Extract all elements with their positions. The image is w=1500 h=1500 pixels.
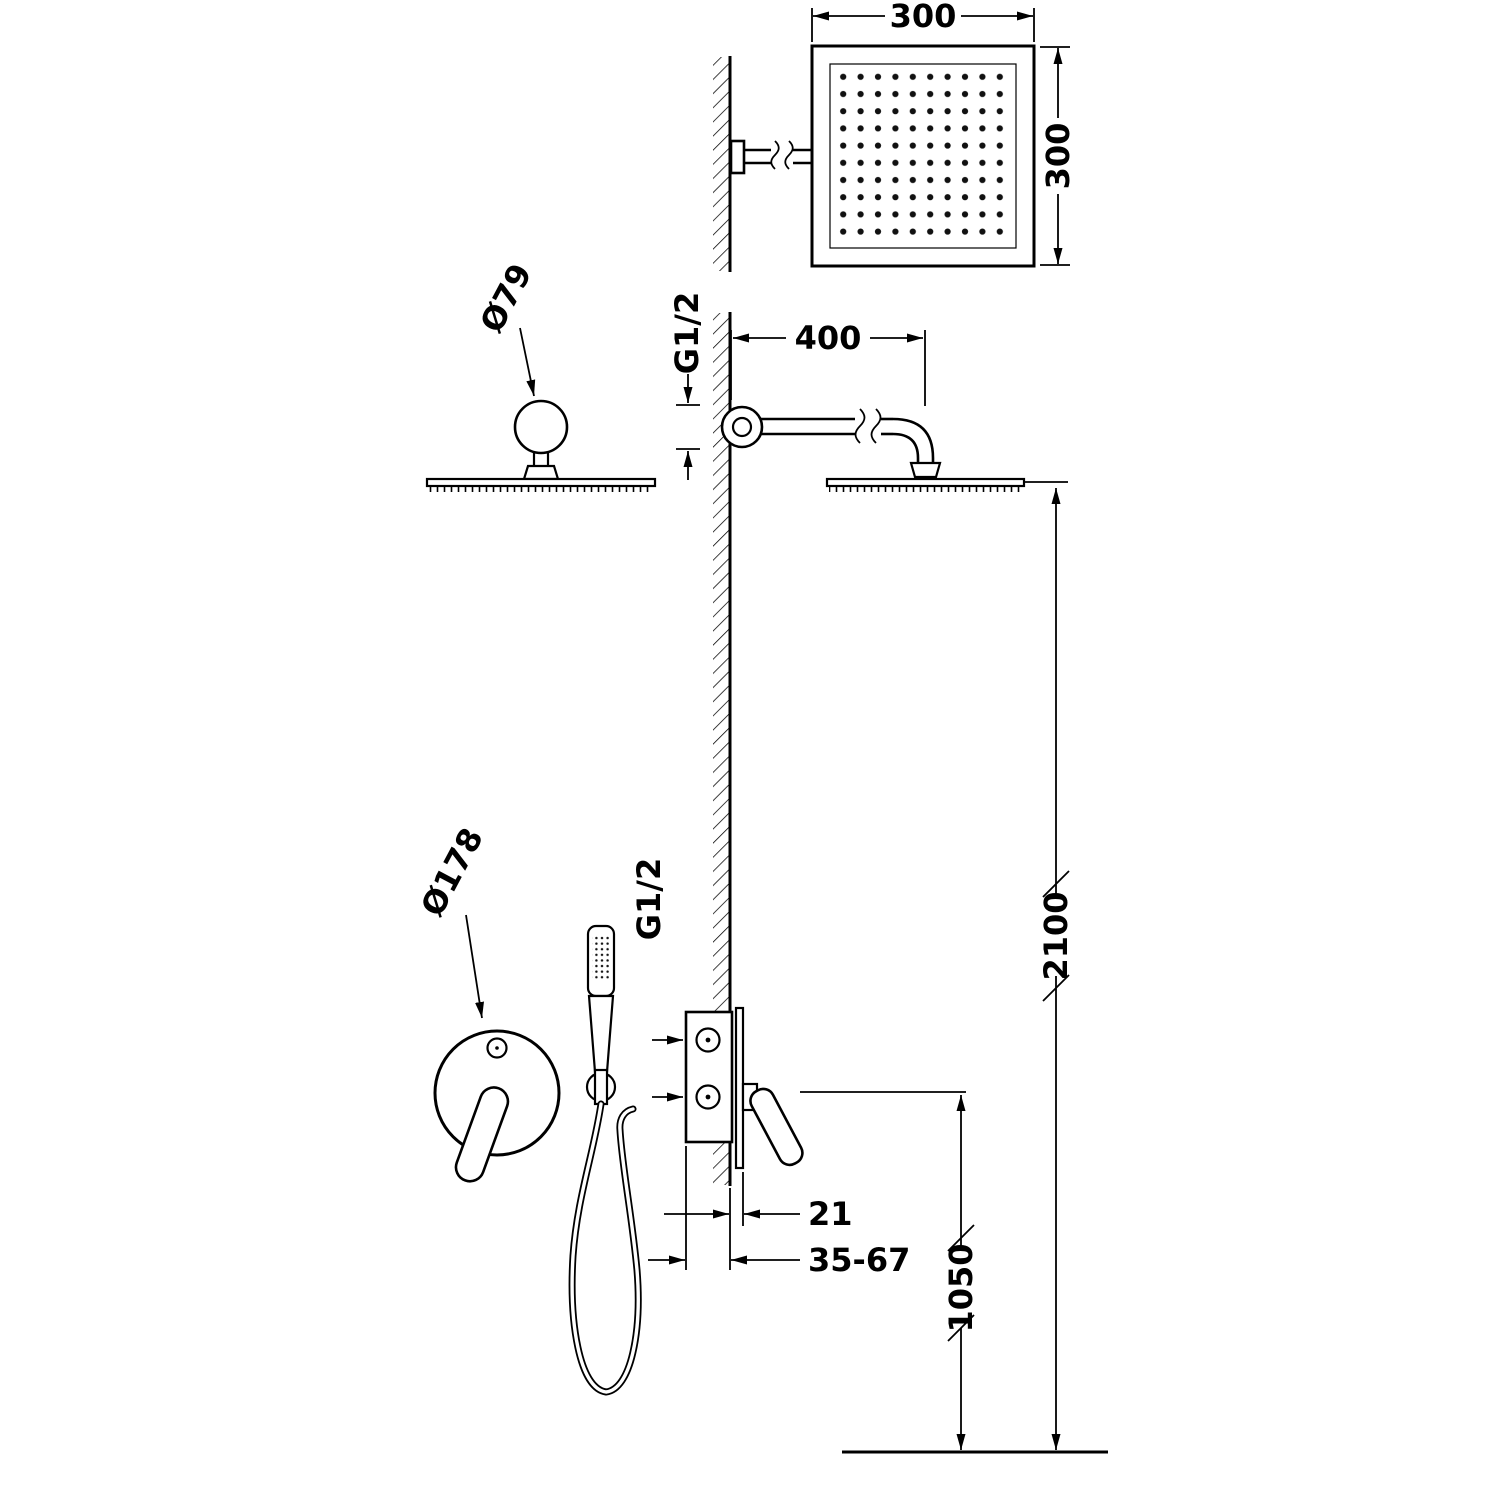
hand-shower-assembly [568,924,642,1396]
dim-head-width-label: 300 [890,0,957,35]
pipe-break-mark [870,408,882,444]
rain-head-side-nozzles [829,486,1022,492]
pipe-break-mark [854,408,866,444]
hand-shower-nozzles [592,934,610,980]
mixer-lever-handle [454,1086,510,1183]
arm-elbow-outer [892,417,935,463]
mixer-trim-plate [433,1029,561,1157]
wall-flange-outer [720,405,764,449]
wall-hatching [713,57,730,271]
arm-side-view [720,405,1026,492]
arm-thread-label: G1/2 [668,292,706,374]
arm-thread-mark: G1/2 [668,292,706,480]
pipe-break-mark [784,140,794,170]
rose-diameter-label: Ø79 [472,257,539,338]
round-head-nozzles [429,486,653,492]
break-slash [947,1224,975,1252]
wall-section-top [713,56,732,272]
dim-head-width: 300 [811,0,1035,42]
rain-head-inner-frame [829,63,1017,249]
hose-connector [593,1068,609,1106]
dim-total-height: 2100 [1024,481,1075,1450]
dim-plate-offset: 21 [664,1172,853,1270]
shower-hose-outline [568,1100,642,1396]
shower-hose-core [570,1102,640,1394]
dim-plate-offset-label: 21 [808,1195,853,1233]
valve-inlet-top [695,1027,721,1053]
mixer-thread-mark: G1/2 [630,858,683,1102]
valve-inlet-bottom [695,1084,721,1110]
dim-head-height-label: 300 [1039,123,1077,190]
dim-head-height: 300 [1039,46,1077,266]
leader-arrow [519,327,536,397]
concealed-valve-body [684,1010,734,1144]
dim-arm-projection: 400 [730,319,926,406]
break-slash [1042,870,1070,898]
plate-diameter-label: Ø178 [413,822,491,923]
arm-elbow-inner [892,432,920,463]
hand-shower-handle [587,994,615,1074]
leader-arrow [465,914,484,1019]
pipe-break-mark [770,140,780,170]
diverter-button-dot [495,1046,499,1050]
rain-head-side-plate [825,477,1026,488]
mixer-thread-label: G1/2 [630,858,668,940]
arm-flange [729,139,746,175]
rain-head-front-view [729,44,1036,268]
dim-recess-depth-label: 35-67 [808,1241,910,1279]
spray-nozzle-field [836,70,1010,242]
dim-arm-projection-label: 400 [795,319,862,357]
mixer-front-view: Ø178 [413,822,561,1183]
ceiling-rose [513,399,569,455]
dim-total-height-label: 2100 [1037,891,1075,980]
break-slash [1042,974,1070,1002]
dim-mixer-height: 1050 [800,1091,980,1450]
wall-hatching [713,313,730,1185]
round-head-side-view: Ø79 [425,257,657,492]
dim-recess-depth: 35-67 [648,1146,910,1279]
dim-mixer-height-label: 1050 [942,1243,980,1332]
head-connector-nut [909,461,942,479]
break-slash [947,1314,975,1342]
wall-flange-inner [731,416,753,438]
head-connector-nut [522,464,560,481]
mixer-side-view [684,1006,804,1170]
round-head-plate [425,477,657,488]
mixer-lever-side [749,1087,804,1167]
